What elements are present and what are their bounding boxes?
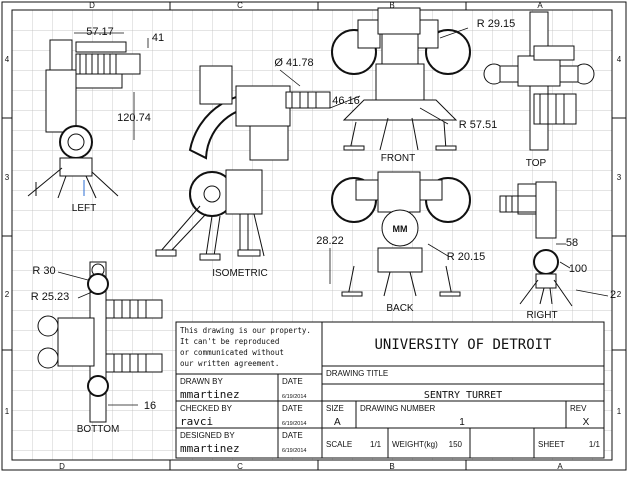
size-value: A [334, 417, 341, 428]
label-isometric-view: ISOMETRIC [212, 268, 268, 279]
notice-line-1: This drawing is our property. [180, 326, 311, 335]
dimension-58: 58 [566, 237, 578, 249]
zone-left-4: 4 [5, 55, 10, 64]
zone-bottom-d: D [59, 462, 65, 471]
bottom-leader-lines [57, 271, 138, 406]
dimension-2: 2 [610, 289, 616, 301]
dimension-r-25-23: R 25.23 [31, 291, 70, 303]
dimension-57-17: 57.17 [86, 26, 114, 38]
top-view [483, 11, 595, 151]
rev-value: X [583, 417, 590, 428]
notice-line-2: It can't be reproduced [180, 337, 279, 346]
drawing-title: SENTRY TURRET [424, 390, 502, 401]
dimension-r-29-15: R 29.15 [477, 18, 516, 30]
zone-bottom-b: B [389, 462, 394, 471]
iso-leader-lines [279, 69, 361, 109]
zone-left-1: 1 [5, 407, 10, 416]
zone-bottom-c: C [237, 462, 243, 471]
checked-by-label: CHECKED BY [180, 404, 233, 413]
dimension-120-74: 120.74 [117, 112, 151, 124]
drawing-number-label: DRAWING NUMBER [360, 404, 435, 413]
right-leader-lines [556, 243, 609, 297]
notice-line-4: our written agreement. [180, 359, 279, 368]
designed-by-value: mmartinez [180, 442, 240, 455]
label-top-view: TOP [526, 158, 547, 169]
date-value-1: 6/19/2014 [282, 394, 306, 400]
sheet-label: SHEET [538, 440, 565, 449]
back-view [331, 171, 471, 297]
zone-right-4: 4 [617, 55, 622, 64]
size-label: SIZE [326, 404, 344, 413]
zone-top-c: C [237, 1, 243, 10]
dimension-r-30: R 30 [32, 265, 55, 277]
zone-right-1: 1 [617, 407, 622, 416]
back-dimension-lines [329, 243, 449, 284]
zone-right-3: 3 [617, 173, 622, 182]
zone-top-d: D [89, 1, 95, 10]
back-view-badge: MM [393, 224, 408, 234]
isometric-view [155, 65, 331, 261]
label-front-view: FRONT [381, 153, 415, 164]
weight-label: WEIGHT(kg) [392, 440, 438, 449]
front-leader-lines [419, 27, 469, 125]
scale-value: 1/1 [370, 440, 382, 449]
dimension-16: 16 [144, 400, 156, 412]
right-view [499, 181, 573, 307]
drawing-number-value: 1 [459, 417, 465, 428]
sheet-value: 1/1 [589, 440, 601, 449]
dimension-41: 41 [152, 32, 164, 44]
dimension-diameter-41-78: Ø 41.78 [274, 57, 313, 69]
rev-label: REV [570, 404, 587, 413]
designed-by-label: DESIGNED BY [180, 431, 235, 440]
date-value-3: 6/19/2014 [282, 448, 306, 454]
date-value-2: 6/19/2014 [282, 421, 306, 427]
date-label-1: DATE [282, 377, 303, 386]
bottom-view [37, 261, 163, 423]
checked-by-value: ravci [180, 415, 213, 428]
zone-top-a: A [537, 1, 543, 10]
date-label-3: DATE [282, 431, 303, 440]
zone-top-b: B [389, 1, 394, 10]
notice-line-3: or communicated without [180, 348, 284, 357]
front-view [331, 7, 471, 151]
dimension-28-22: 28.22 [316, 235, 344, 247]
zone-left-2: 2 [5, 290, 10, 299]
zone-left-3: 3 [5, 173, 10, 182]
label-bottom-view: BOTTOM [77, 424, 120, 435]
scale-label: SCALE [326, 440, 352, 449]
drawn-by-value: mmartinez [180, 388, 240, 401]
label-right-view: RIGHT [526, 310, 557, 321]
zone-bottom-a: A [557, 462, 563, 471]
dimension-100: 100 [569, 263, 587, 275]
company-name: UNIVERSITY OF DETROIT [374, 337, 552, 353]
zone-right-2: 2 [617, 290, 622, 299]
dimension-r-57-51: R 57.51 [459, 119, 498, 131]
drawn-by-label: DRAWN BY [180, 377, 223, 386]
left-view [27, 39, 141, 199]
date-label-2: DATE [282, 404, 303, 413]
label-left-view: LEFT [72, 203, 96, 214]
drawing-title-label: DRAWING TITLE [326, 369, 388, 378]
title-block: This drawing is our property. It can't b… [175, 321, 605, 459]
left-dimension-lines [74, 32, 149, 140]
weight-value: 150 [449, 440, 463, 449]
label-back-view: BACK [386, 303, 414, 314]
dimension-r-20-15: R 20.15 [447, 251, 486, 263]
